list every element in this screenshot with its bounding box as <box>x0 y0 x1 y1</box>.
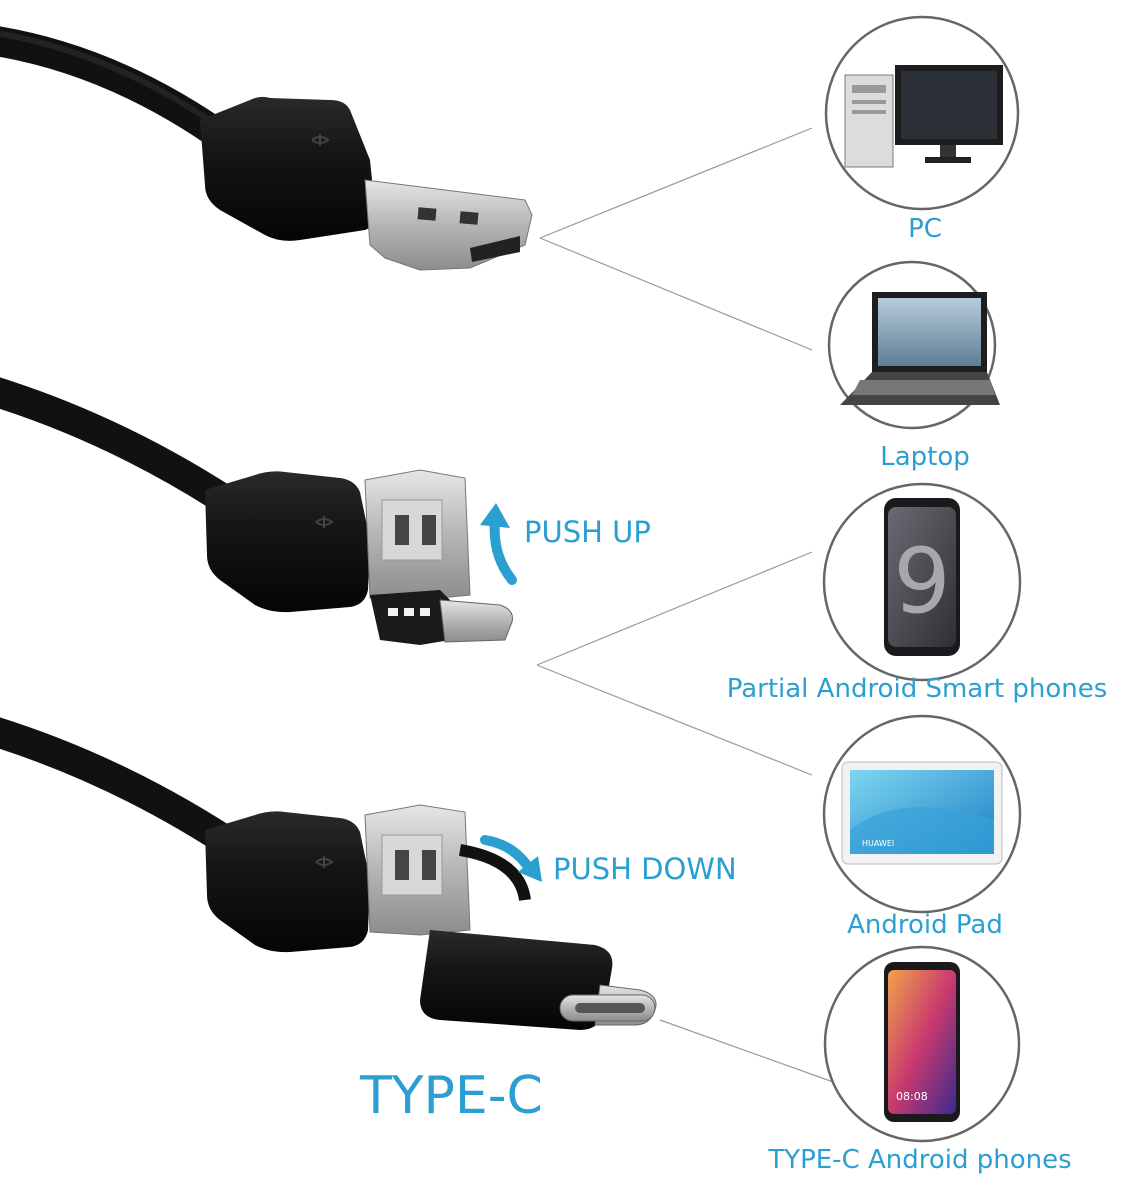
line-to-android-pad <box>536 664 813 776</box>
line-to-typec-phone <box>659 1019 837 1084</box>
push-up-arrow-icon <box>489 515 517 585</box>
typec-phones-label: TYPE-C Android phones <box>768 1145 1072 1175</box>
line-to-laptop <box>539 237 813 351</box>
pc-icon <box>824 15 1020 211</box>
android-phone-icon: 9 <box>822 482 1022 682</box>
tablet-brand-mark: HUAWEI <box>862 839 894 848</box>
android-pad-icon: HUAWEI <box>822 714 1022 914</box>
android-phones-label: Partial Android Smart phones <box>726 674 1108 704</box>
line-to-pc <box>539 127 813 239</box>
push-down-label: PUSH DOWN <box>553 852 737 886</box>
phone-wallpaper-numeral: 9 <box>893 529 950 634</box>
type-c-connector <box>0 717 657 1030</box>
android-pad-label: Android Pad <box>847 910 1003 940</box>
pc-label: PC <box>908 214 942 244</box>
phone-clock: 08:08 <box>896 1090 928 1103</box>
push-down-arrowhead-icon <box>518 856 542 882</box>
push-up-arrowhead-icon <box>480 503 510 528</box>
connector-lines <box>536 127 837 1084</box>
laptop-icon <box>827 260 1000 430</box>
micro-usb-connector <box>0 377 517 645</box>
line-to-android-phone <box>536 551 813 666</box>
laptop-label: Laptop <box>880 442 970 472</box>
usb-a-connector <box>0 26 533 271</box>
typec-connector-label: TYPE-C <box>360 1066 543 1126</box>
typec-phone-icon: 08:08 <box>823 945 1021 1143</box>
push-up-label: PUSH UP <box>524 515 651 549</box>
